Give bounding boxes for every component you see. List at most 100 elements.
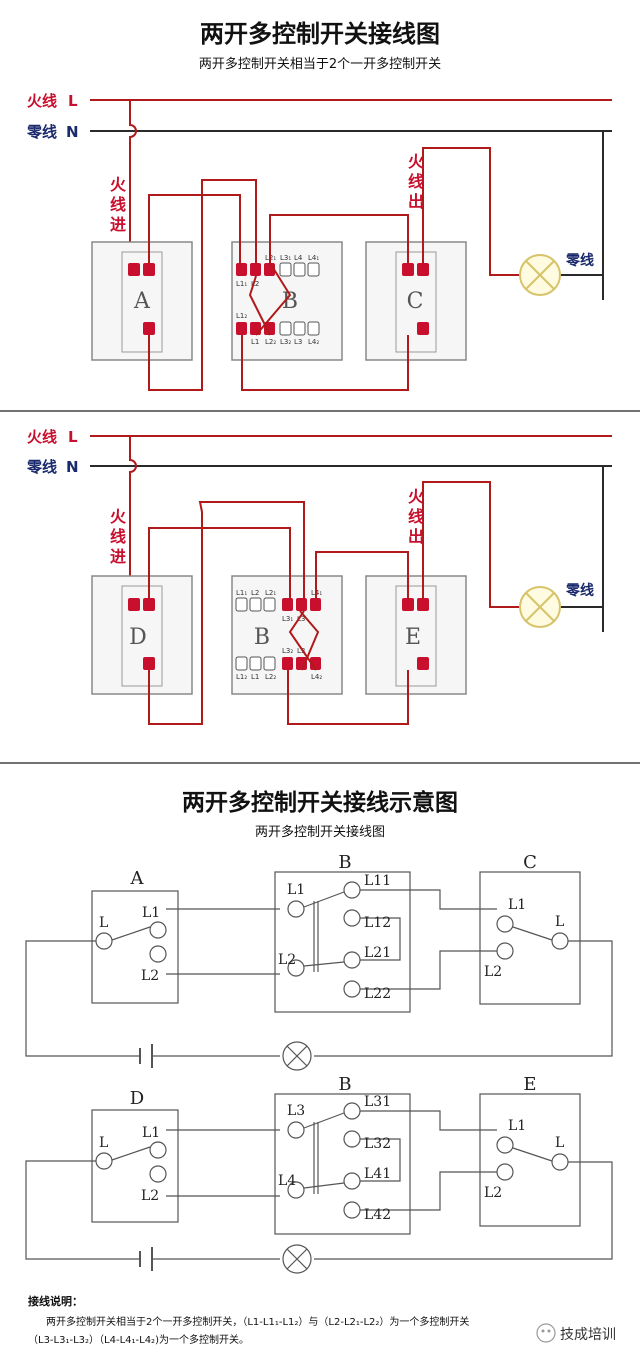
terminal-c-l [417, 263, 429, 276]
notes-line-1: 两开多控制开关相当于2个一开多控制开关，（L1-L1₁-L1₂）与（L2-L2₁… [46, 1315, 469, 1328]
wiring-panel-2-svg: 火线 L 零线 N D B E [0, 428, 640, 764]
term-label-top-6: L4₁ [308, 254, 319, 262]
terminal-b2-bot-1 [235, 656, 248, 671]
schem-c-l1-term [496, 915, 514, 933]
notes-heading: 接线说明： [28, 1294, 83, 1308]
terminal-e-l1 [402, 598, 414, 611]
schem-e-l1-term [496, 1136, 514, 1154]
lamp-icon [519, 254, 561, 296]
schem-b-l12-term [343, 909, 361, 927]
live-out-char-3: 出 [408, 192, 424, 211]
schem-d-l1-term [149, 1141, 167, 1159]
wire-b-cross-1 [255, 262, 292, 336]
schem-top-a-l1: L1 [142, 905, 160, 921]
switch-c-label: C [407, 289, 424, 314]
wire-b2-cross-2 [288, 610, 317, 671]
term-label-top-4: L3₁ [280, 254, 291, 262]
schem-box-c [479, 871, 581, 1005]
schem-wire-bottom-4 [314, 1161, 613, 1260]
switch-box-b [231, 241, 343, 361]
lamp-icon-2 [519, 586, 561, 628]
schem-b2-blade-1 [303, 1112, 345, 1129]
live-in2-char-2: 线 [110, 527, 126, 546]
schem-top-mid-name: B [338, 852, 351, 873]
terminal-b-bot-4 [279, 321, 292, 336]
schematic-subtitle: 两开多控制开关接线图 [255, 824, 385, 840]
switch-d-terminals [128, 598, 155, 670]
switch-b2-terminals [235, 597, 321, 671]
live-out2-char-1: 火 [408, 487, 425, 506]
schem-top-b-out-3: L21 [364, 945, 391, 961]
schematic-top [25, 871, 613, 1071]
schem-wire-b-c2 [360, 950, 497, 990]
live-out2-char-3: 出 [408, 527, 424, 546]
schem-a-l2-term [149, 945, 167, 963]
schem-b-l11-term [343, 881, 361, 899]
term2-label-bot-2: L1 [251, 673, 259, 681]
live-in-char-1: 火 [110, 175, 127, 194]
schem-box-b-bottom [274, 1093, 411, 1235]
schem-b2-l4-term [287, 1181, 305, 1199]
schem-top-c-l: L [555, 914, 564, 930]
term2-label-bot-1: L1₂ [236, 673, 247, 681]
watermark-logo-icon [536, 1323, 556, 1343]
schem-a-blade [111, 926, 151, 941]
schem-top-b-a: L1 [287, 882, 305, 898]
panel1-subtitle: 两开多控制开关相当于2个一开多控制开关 [199, 56, 441, 72]
switch-e-rocker [395, 585, 437, 687]
live-in-char-3: 进 [110, 215, 126, 234]
wire-lamp-to-neutral [560, 274, 604, 300]
schem-top-c-l1: L1 [508, 897, 526, 913]
term2-label-bot-5: L3 [297, 647, 305, 655]
schem-bot-b-out-2: L32 [364, 1136, 391, 1152]
schem-bot-b-out-3: L41 [364, 1166, 391, 1182]
switch-box-e [365, 575, 467, 695]
schem-wire-b-c1 [360, 889, 497, 910]
switch-box-a [91, 241, 193, 361]
wire-b2-to-e-l2 [287, 670, 409, 725]
schem-bot-right-name: E [523, 1074, 536, 1095]
schem-top-c-l2: L2 [484, 964, 502, 980]
schem-bot-e-l2: L2 [484, 1185, 502, 1201]
live-out-label: 火 线 出 [408, 152, 425, 211]
schem-lamp-x2 [286, 1045, 308, 1067]
switch-box-d [91, 575, 193, 695]
schem-b2-l31-term [343, 1102, 361, 1120]
live-in2-char-1: 火 [110, 507, 127, 526]
term-label-bot-2: L1 [251, 338, 259, 346]
term-label-bot-3: L2₂ [265, 338, 276, 346]
live-label-2: 火线 [27, 428, 57, 446]
terminal-b-bot-1 [236, 322, 247, 335]
terminal-b-bot-2 [250, 322, 261, 335]
schem-box-b [274, 871, 411, 1013]
schem-b2-l3-term [287, 1121, 305, 1139]
schem-b-l22-term [343, 980, 361, 998]
terminal-b-top-2 [250, 263, 261, 276]
lamp-neutral-label: 零线 [565, 252, 594, 269]
schem-b-blade-1 [303, 891, 345, 908]
wire-b-to-c-l1 [269, 214, 409, 263]
term2-label-top-1: L1₁ [236, 589, 247, 597]
term-label-bot-4: L3₂ [280, 338, 291, 346]
schem-wire-b2-e2 [360, 1171, 497, 1211]
terminal-b2-top-3 [263, 597, 276, 612]
schem-wire-left-loop-2 [25, 1160, 140, 1260]
term-label-bot-5: L3 [294, 338, 302, 346]
schem-bot-b-b: L4 [278, 1173, 296, 1189]
schem-lamp-icon-bottom [282, 1244, 312, 1274]
schem-wire-b2-internal [360, 1138, 401, 1182]
panel1-title: 两开多控制开关接线图 [200, 20, 440, 48]
schematic-bottom-labels: D B E L L1 L2 L3 L4 L31 L32 L41 L42 L1 L… [99, 1074, 564, 1223]
term2-label-bot-6: L4₂ [311, 673, 322, 681]
schem-b-l2-term [287, 959, 305, 977]
schem-b2-l42-term [343, 1201, 361, 1219]
switch-b-terminals [236, 262, 320, 336]
wire-e-to-lamp [422, 481, 520, 608]
schem-bot-e-l: L [555, 1135, 564, 1151]
schem-top-b-out-1: L11 [364, 873, 391, 889]
watermark: 技成培训 [536, 1323, 616, 1343]
wire-a-l1-to-b [148, 194, 241, 263]
schem-bot-d-l: L [99, 1135, 108, 1151]
schem-bot-mid-name: B [338, 1074, 351, 1095]
